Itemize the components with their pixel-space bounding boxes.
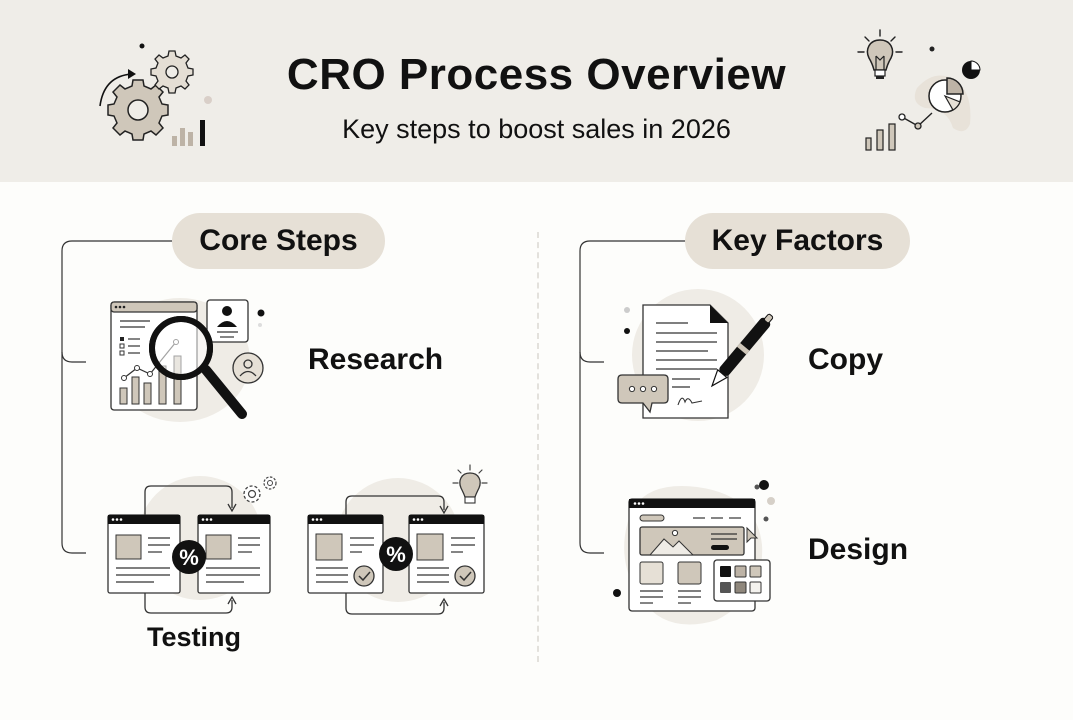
section-heading-pill: Core Steps: [172, 213, 385, 269]
web-layout-palette-icon: [613, 480, 775, 625]
section-divider: [537, 232, 539, 662]
ab-test-icon: %: [307, 464, 488, 615]
percent-badge: %: [386, 542, 406, 567]
factor-label-design: Design: [808, 533, 909, 566]
document-pen-icon: [617, 289, 774, 421]
percent-badge: %: [179, 545, 199, 570]
ab-test-icon: %: [107, 476, 277, 614]
section-heading-pill: Key Factors: [685, 213, 910, 269]
lightbulb-icon: [857, 29, 981, 151]
factor-label-copy: Copy: [808, 343, 883, 376]
page-title: CRO Process Overview: [286, 50, 787, 99]
step-label-research: Research: [308, 343, 444, 376]
page-subtitle: Key steps to boost sales in 2026: [342, 114, 731, 144]
step-label-testing: Testing: [147, 622, 241, 652]
header-banner: CRO Process Overview Key steps to boost …: [0, 0, 1073, 182]
gears-icon: [99, 43, 212, 146]
magnifier-analytics-icon: [110, 298, 265, 422]
